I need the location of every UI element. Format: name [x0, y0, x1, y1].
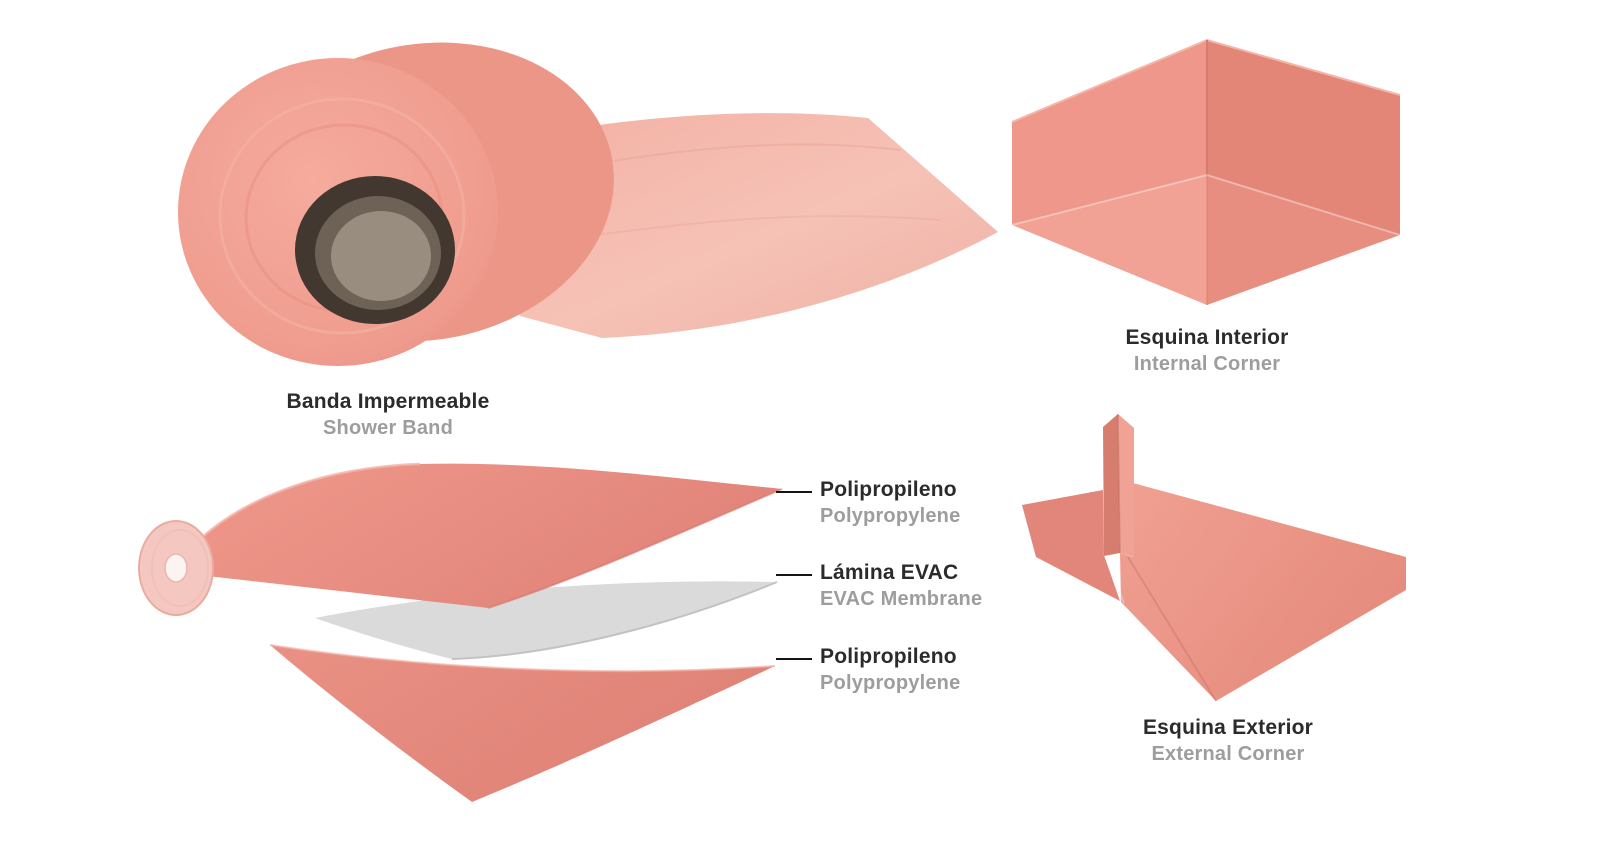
internal-corner-label-es: Esquina Interior [1125, 326, 1289, 349]
bottom-polypropylene-layer [269, 644, 776, 802]
external-corner-right-panel [1120, 483, 1406, 701]
membrane-layers-illustration [138, 462, 783, 802]
internal-corner-illustration [1011, 38, 1401, 305]
layer-label-top-polypropylene: Polipropileno Polypropylene [776, 478, 960, 528]
external-corner-piece [1022, 413, 1406, 702]
layer-label-es: Polipropileno [820, 478, 957, 501]
internal-corner-floor-left [1012, 175, 1207, 305]
external-corner-label-en: External Corner [1151, 743, 1305, 765]
internal-corner-right-wall [1207, 40, 1400, 235]
membrane-roll-end [138, 520, 214, 616]
internal-corner-piece [1011, 38, 1401, 305]
shower-band-caption: Banda Impermeable Shower Band [238, 390, 538, 440]
external-corner-left-wing [1022, 490, 1120, 601]
shower-band-label-en: Shower Band [323, 417, 453, 439]
external-corner-illustration [1022, 413, 1406, 702]
internal-corner-floor-right [1207, 175, 1400, 305]
roll-end-hole [164, 553, 188, 583]
internal-corner-label-en: Internal Corner [1133, 353, 1281, 375]
leader-line [776, 658, 812, 660]
roll-core-hole [295, 176, 455, 324]
shower-band-roll-illustration [178, 42, 998, 366]
external-corner-caption: Esquina Exterior External Corner [1078, 716, 1378, 766]
external-corner-fin-right [1118, 414, 1134, 557]
external-corner-fin-left [1103, 414, 1120, 556]
layer-label-text: Polipropileno Polypropylene [820, 478, 960, 528]
layer-label-es: Lámina EVAC [820, 561, 959, 584]
shower-band-label-es: Banda Impermeable [286, 390, 490, 413]
layer-label-en: Polypropylene [820, 672, 961, 694]
layer-label-text: Polipropileno Polypropylene [820, 645, 960, 695]
leader-line [776, 491, 812, 493]
layer-label-en: Polypropylene [820, 505, 961, 527]
leader-line [776, 574, 812, 576]
layer-label-evac-membrane: Lámina EVAC EVAC Membrane [776, 561, 982, 611]
external-corner-label-es: Esquina Exterior [1142, 716, 1314, 739]
layer-label-en: EVAC Membrane [820, 588, 983, 610]
internal-corner-left-wall [1012, 40, 1207, 225]
layer-label-text: Lámina EVAC EVAC Membrane [820, 561, 982, 611]
internal-corner-caption: Esquina Interior Internal Corner [1057, 326, 1357, 376]
layer-label-es: Polipropileno [820, 645, 957, 668]
layer-label-bottom-polypropylene: Polipropileno Polypropylene [776, 645, 960, 695]
